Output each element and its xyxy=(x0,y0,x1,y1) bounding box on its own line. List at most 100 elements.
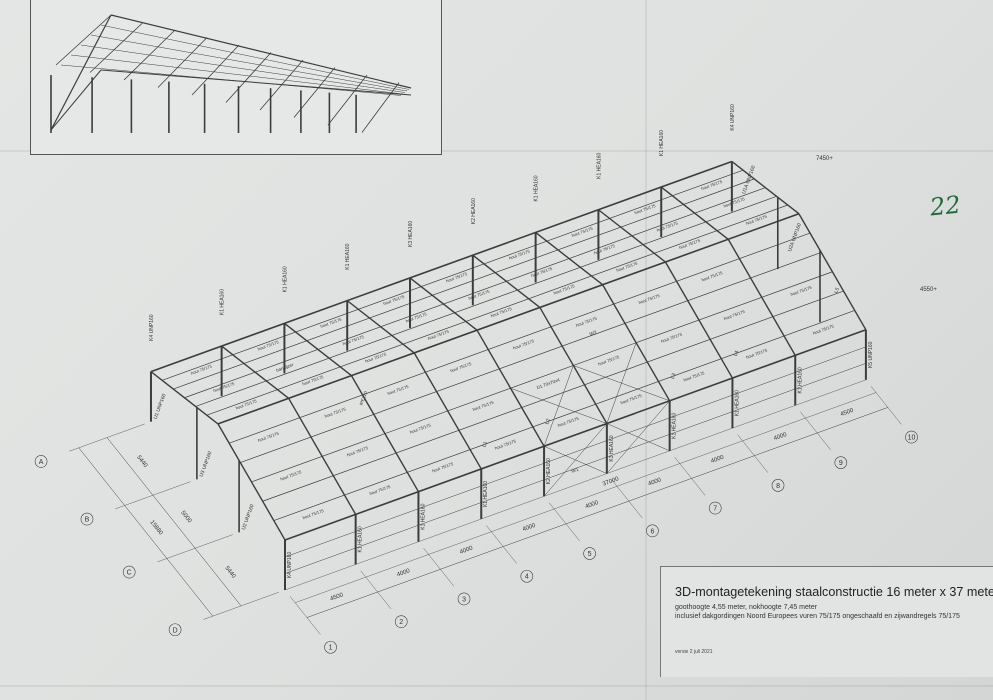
purlin-label: hout 75/175 xyxy=(364,351,387,363)
purlin-label: hout 75/175 xyxy=(342,334,365,346)
purlin-label: hout 75/175 xyxy=(638,293,661,305)
materials-note: inclusief dakgordingen Noord Europees vu… xyxy=(675,613,960,620)
eave-beam-label: L2 xyxy=(544,418,552,425)
drawing-title: 3D-montagetekening staalconstructie 16 m… xyxy=(675,585,993,599)
back-column-label: K3 HEA160 xyxy=(408,221,414,247)
front-eave-beam xyxy=(284,329,867,541)
back-column-label: K1 HEA160 xyxy=(659,130,665,156)
dimension-line xyxy=(306,407,888,618)
grid-bubble xyxy=(324,640,337,654)
front-column-label: K3 HEA160 xyxy=(609,435,615,461)
back-eave-beam xyxy=(150,160,733,373)
grid-number: 7 xyxy=(713,506,717,513)
purlin-label: hout 75/175 xyxy=(468,288,491,300)
total-dimension-line xyxy=(295,392,877,603)
purlin-label: hout 75/175 xyxy=(508,248,531,260)
purlin xyxy=(162,169,744,381)
back-column-label: K1 HEA160 xyxy=(220,289,226,315)
purlin-label: hout 75/175 xyxy=(257,430,280,442)
length-dimension: 4000 xyxy=(773,432,788,442)
inset-purlin xyxy=(90,34,408,92)
fold-line xyxy=(0,150,993,152)
purlin-label: hout 75/175 xyxy=(530,266,553,278)
grid-bubble xyxy=(457,592,471,606)
dimension-tick xyxy=(115,481,191,510)
grid-bubble xyxy=(708,501,722,515)
back-column-label: K1 HEA160 xyxy=(282,266,288,292)
purlin xyxy=(273,310,855,521)
height-note: goothoogte 4,55 meter, nokhoogte 7,45 me… xyxy=(675,604,818,611)
purlin-label: hout 75/175 xyxy=(656,220,679,232)
front-column-label: K1 HEA160 xyxy=(420,503,426,529)
inset-rafter xyxy=(327,74,368,126)
inset-rafter xyxy=(225,52,272,103)
grid-number: 4 xyxy=(525,574,529,581)
inset-purlin xyxy=(60,64,402,96)
dimension-tick xyxy=(203,592,279,620)
purlin-label: hout 75/175 xyxy=(320,316,343,328)
purlin-label: hout 75/175 xyxy=(683,370,706,382)
fold-line xyxy=(645,0,647,700)
total-dimension-line xyxy=(78,447,213,617)
dimension-tick xyxy=(611,479,643,519)
purlin-label: hout 75/175 xyxy=(490,306,513,318)
eave-level-mark: 4550+ xyxy=(920,287,937,293)
purlin-label: hout 75/175 xyxy=(745,214,768,226)
dimension-tick xyxy=(800,411,831,451)
purlin-label: hout 75/175 xyxy=(745,347,768,359)
dimension-tick xyxy=(737,434,769,473)
grid-bubble xyxy=(834,456,848,469)
grid-letter: D xyxy=(173,627,178,634)
fold-line xyxy=(0,685,993,687)
roof-brace xyxy=(573,365,670,402)
back-column-label: K4 UNP160 xyxy=(149,314,155,341)
purlin xyxy=(195,195,777,407)
eave-beam-label: L4 xyxy=(733,350,741,357)
wall-brace xyxy=(543,446,607,474)
back-column-label: K1 HEA160 xyxy=(345,243,351,269)
title-block: 3D-montagetekening staalconstructie 16 m… xyxy=(660,566,993,677)
purlin-label: hout 75/175 xyxy=(213,381,236,393)
grid-number: 2 xyxy=(399,619,403,626)
grid-bubble xyxy=(122,565,136,579)
purlin-label: hout 75/175 xyxy=(616,260,639,272)
ground-line-front xyxy=(284,379,866,591)
dimension-tick xyxy=(548,502,580,541)
inset-purlin xyxy=(80,44,406,93)
purlin-label: hout 75/175 xyxy=(427,329,450,341)
purlin-label: hout 75/175 xyxy=(701,270,724,282)
gable-left-label: U1 UNP160 xyxy=(153,393,168,420)
strap-label: bandijzer xyxy=(275,362,294,373)
width-dimension: 5440 xyxy=(223,565,236,580)
perspective-sketch xyxy=(50,14,412,133)
gable-left-label: U3 UNP160 xyxy=(199,450,214,477)
side-rail xyxy=(284,346,866,558)
dimension-tick xyxy=(423,547,455,587)
rafter xyxy=(731,160,800,215)
dimension-tick xyxy=(69,423,145,452)
purlin-label: hout 75/175 xyxy=(445,271,468,283)
grid-number: 3 xyxy=(462,596,466,603)
length-dimension: 4000 xyxy=(396,568,411,578)
grid-bubble xyxy=(646,524,659,538)
purlin-label: hout 75/175 xyxy=(723,196,746,208)
purlin-label: hout 75/175 xyxy=(593,243,616,255)
length-dimension: 4500 xyxy=(330,592,345,602)
purlin-label: hout 75/175 xyxy=(790,285,813,297)
inset-rafter xyxy=(293,67,336,118)
length-dimension: 4000 xyxy=(647,477,662,487)
side-rail xyxy=(284,363,866,574)
purlin-label: hout 75/175 xyxy=(235,398,258,410)
grid-bubble xyxy=(394,615,408,628)
purlin-label: hout 75/175 xyxy=(634,203,657,215)
front-column-label: K2 HEA160 xyxy=(546,458,552,484)
front-column-label: K1 HEA160 xyxy=(797,367,803,393)
front-column-label: K4 UNP160 xyxy=(287,552,293,579)
length-total: 37000 xyxy=(602,476,620,488)
roof-brace xyxy=(510,387,607,424)
purlin xyxy=(251,271,833,483)
grid-number: 10 xyxy=(908,435,916,442)
inset-rafter xyxy=(191,44,240,96)
grid-bubble xyxy=(905,430,918,444)
